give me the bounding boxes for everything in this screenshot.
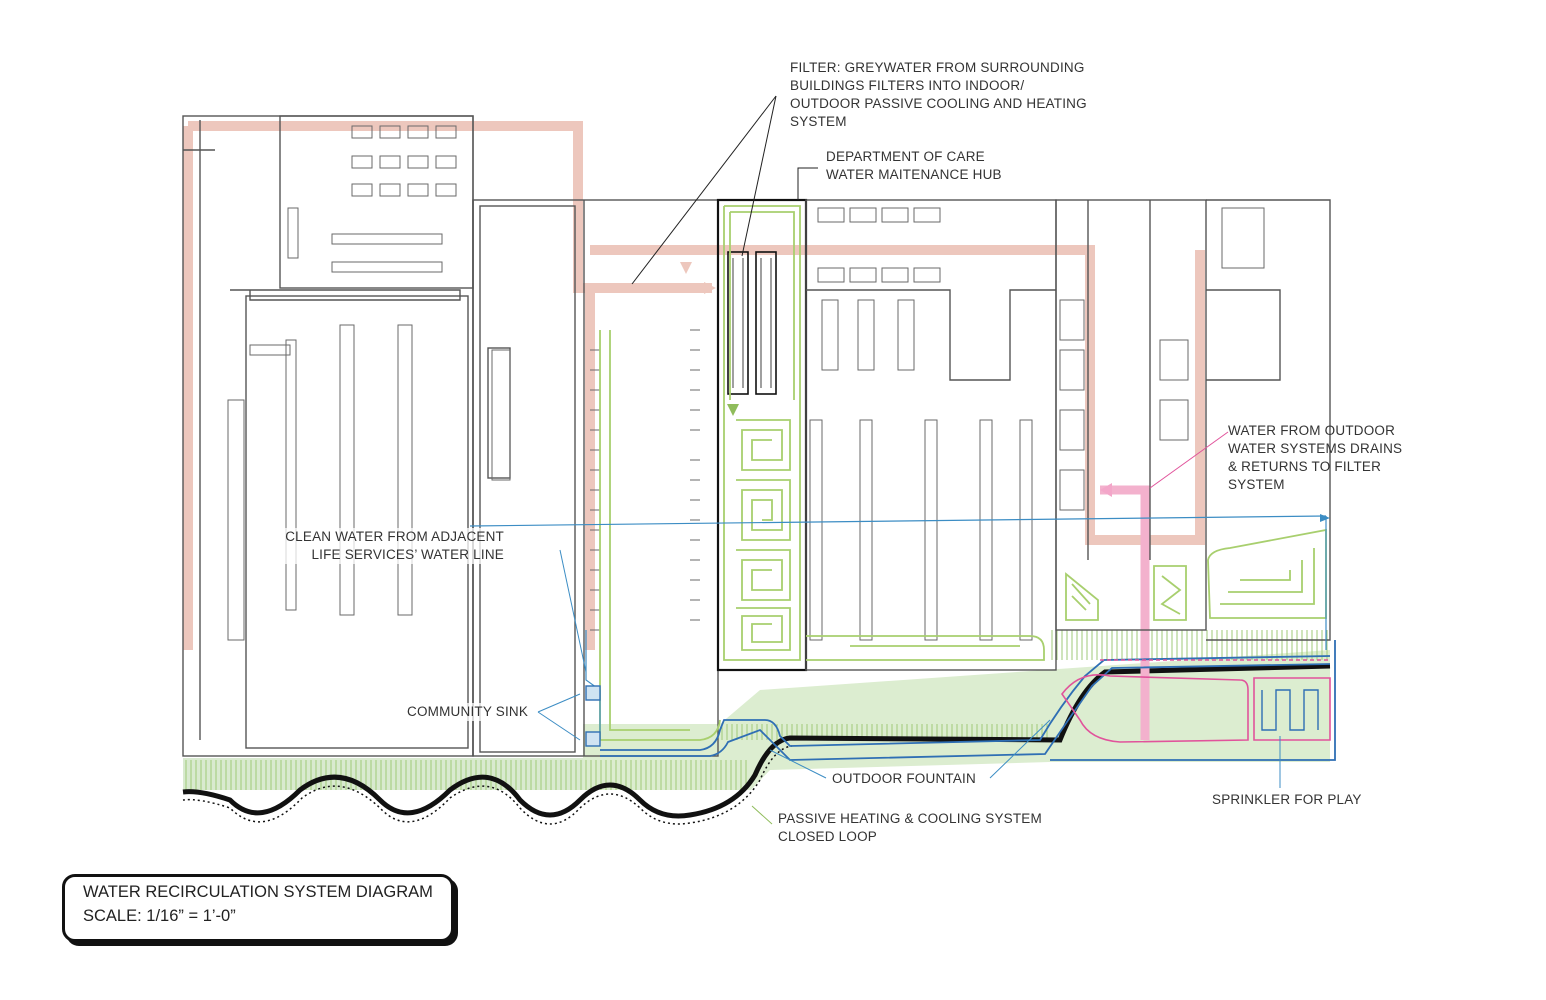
- filter-annotation-line: OUTDOOR PASSIVE COOLING AND HEATING: [790, 96, 1087, 111]
- outdoor-drain-annotation-line: & RETURNS TO FILTER: [1228, 459, 1382, 474]
- fountain-annotation: OUTDOOR FOUNTAIN: [832, 770, 976, 788]
- drain-return-arrow: [1100, 483, 1112, 497]
- building-walls: [182, 115, 1331, 757]
- sprinkler-annotation-line: SPRINKLER FOR PLAY: [1212, 792, 1362, 807]
- scalloped-edge: [182, 663, 1331, 825]
- outdoor-drain-annotation-line: WATER FROM OUTDOOR: [1228, 423, 1396, 438]
- filter-annotation: FILTER: GREYWATER FROM SURROUNDING BUILD…: [790, 59, 1087, 131]
- sprinkler-annotation: SPRINKLER FOR PLAY: [1212, 791, 1362, 809]
- fountain-channel: [600, 640, 1336, 761]
- community-sink-annotation: COMMUNITY SINK: [407, 703, 529, 721]
- title-block: WATER RECIRCULATION SYSTEM DIAGRAM SCALE…: [62, 874, 454, 942]
- clean-water-annotation-line: CLEAN WATER FROM ADJACENT: [285, 529, 504, 544]
- sprinkler-loop: [1061, 659, 1331, 743]
- leader-lines: [537, 95, 1281, 825]
- hub-annotation-line: WATER MAITENANCE HUB: [826, 167, 1002, 182]
- community-sink-annotation-line: COMMUNITY SINK: [407, 704, 529, 719]
- interior-furniture: [227, 125, 1265, 641]
- filter-annotation-line: FILTER: GREYWATER FROM SURROUNDING: [790, 60, 1085, 75]
- passive-loop-annotation: PASSIVE HEATING & COOLING SYSTEM CLOSED …: [778, 810, 1042, 846]
- greywater-arrowheads: [680, 262, 716, 294]
- outdoor-drain-annotation-line: WATER SYSTEMS DRAINS: [1228, 441, 1403, 456]
- diagram-title: WATER RECIRCULATION SYSTEM DIAGRAM: [83, 883, 433, 901]
- hub-outflow-arrow: [727, 404, 739, 416]
- outdoor-drain-annotation: WATER FROM OUTDOOR WATER SYSTEMS DRAINS …: [1228, 422, 1402, 494]
- fountain-annotation-line: OUTDOOR FOUNTAIN: [832, 771, 976, 786]
- filter-units: [727, 251, 777, 395]
- clean-water-arrow: [1320, 514, 1330, 522]
- clean-water-annotation-line: LIFE SERVICES’ WATER LINE: [311, 547, 504, 562]
- clean-water-line: [469, 515, 1327, 740]
- hub-annotation-line: DEPARTMENT OF CARE: [826, 149, 985, 164]
- drain-return-line: [1100, 485, 1150, 740]
- clean-water-annotation: CLEAN WATER FROM ADJACENT LIFE SERVICES’…: [270, 528, 504, 564]
- passive-loop-annotation-line: CLOSED LOOP: [778, 829, 877, 844]
- hub-annotation: DEPARTMENT OF CARE WATER MAITENANCE HUB: [826, 148, 1002, 184]
- diagram-scale: SCALE: 1/16” = 1’-0”: [83, 907, 236, 925]
- passive-loop-annotation-line: PASSIVE HEATING & COOLING SYSTEM: [778, 811, 1042, 826]
- filter-annotation-line: BUILDINGS FILTERS INTO INDOOR/: [790, 78, 1025, 93]
- outdoor-drain-annotation-line: SYSTEM: [1228, 477, 1285, 492]
- filter-annotation-line: SYSTEM: [790, 114, 847, 129]
- community-sink: [585, 685, 601, 747]
